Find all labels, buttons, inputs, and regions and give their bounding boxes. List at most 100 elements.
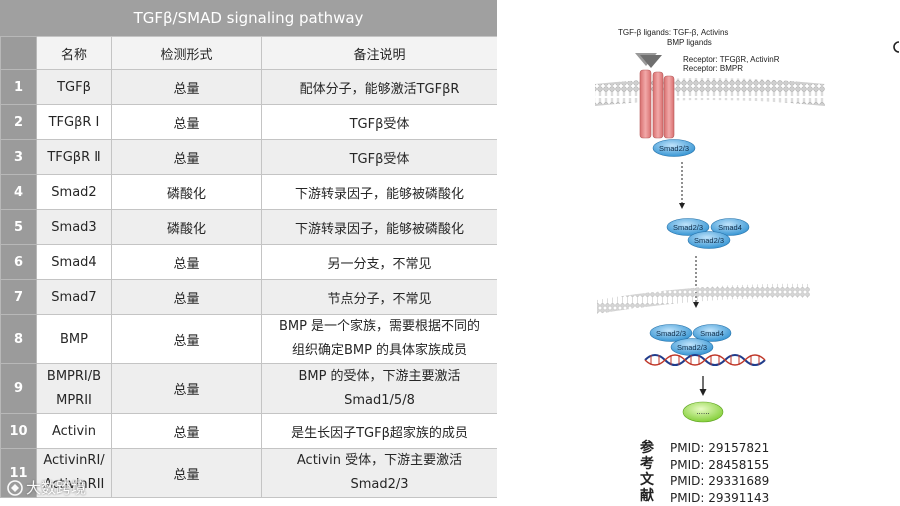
- row-note-line: 另一分支，不常见: [262, 253, 497, 272]
- row-note-line: 配体分子，能够激活TGFβR: [262, 78, 497, 97]
- row-note: TGFβ受体: [262, 105, 498, 140]
- svg-text:Smad2/3: Smad2/3: [677, 343, 707, 352]
- pmid-1: PMID: 29157821: [670, 440, 769, 457]
- ligands-label-1: TGF-β ligands: TGF-β, Activins: [618, 28, 728, 37]
- ligand-triangle-icon: [635, 53, 662, 68]
- row-note-line: 下游转录因子，能够被磷酸化: [262, 183, 497, 202]
- row-index: 8: [1, 315, 37, 364]
- row-index: 7: [1, 280, 37, 315]
- row-name-line: TFGβR Ⅱ: [37, 150, 111, 165]
- header-index: [1, 37, 37, 70]
- pmid-3: PMID: 29331689: [670, 473, 769, 490]
- row-name-line: BMPRI/B: [37, 365, 111, 389]
- row-form: 总量: [112, 140, 262, 175]
- row-index: 5: [1, 210, 37, 245]
- row-name: TGFβ: [37, 70, 112, 105]
- signaling-diagram: TGF-β ligands: TGF-β, Activins BMP ligan…: [585, 20, 835, 430]
- row-name: Smad2: [37, 175, 112, 210]
- receptor-icon: [640, 70, 674, 138]
- row-name-line: BMP: [37, 332, 111, 347]
- edge-mark: [892, 38, 900, 50]
- row-note-line: Smad2/3: [262, 473, 497, 497]
- row-name: Smad7: [37, 280, 112, 315]
- smad-complex-cytoplasm: Smad2/3 Smad4 Smad2/3: [667, 219, 749, 249]
- svg-text:Smad2/3: Smad2/3: [694, 236, 724, 245]
- svg-text:Smad4: Smad4: [718, 223, 742, 232]
- row-name-line: MPRII: [37, 389, 111, 413]
- arrow-head-3-icon: [700, 389, 707, 396]
- row-name-line: TFGβR Ⅰ: [37, 115, 111, 130]
- svg-text:Smad2/3: Smad2/3: [659, 144, 689, 153]
- row-form: 总量: [112, 364, 262, 414]
- row-name: Activin: [37, 414, 112, 449]
- pmid-list: PMID: 29157821 PMID: 28458155 PMID: 2933…: [670, 440, 769, 506]
- smad-complex-nucleus: Smad2/3 Smad4 Smad2/3: [650, 325, 731, 356]
- receptor-label-1: Receptor: TFGβR, ActivinR: [683, 55, 780, 64]
- row-note-line: TGFβ受体: [262, 148, 497, 167]
- watermark: 大数跨境: [6, 476, 136, 498]
- row-form: 总量: [112, 245, 262, 280]
- row-index: 2: [1, 105, 37, 140]
- row-note-line: Smad1/5/8: [262, 389, 497, 413]
- arrow-head-2-icon: [693, 302, 699, 308]
- row-note-line: TGFβ受体: [262, 113, 497, 132]
- row-name-line: Smad3: [37, 220, 111, 235]
- header-note: 备注说明: [262, 37, 498, 70]
- row-name-line: Smad4: [37, 255, 111, 270]
- row-note-line: BMP 的受体，下游主要激活: [262, 365, 497, 389]
- row-name: TFGβR Ⅱ: [37, 140, 112, 175]
- dna-helix-icon: [645, 355, 765, 365]
- row-name: BMP: [37, 315, 112, 364]
- row-form: 总量: [112, 315, 262, 364]
- target-gene-node: ......: [683, 402, 723, 422]
- references-block: 参 考 文 献 PMID: 29157821 PMID: 28458155 PM…: [640, 440, 840, 502]
- svg-text:......: ......: [696, 407, 709, 416]
- pathway-table-panel: TGFβ/SMAD signaling pathway 名称 检测形式 备注说明…: [0, 0, 497, 502]
- row-note-line: Activin 受体，下游主要激活: [262, 449, 497, 473]
- arrow-head-1-icon: [679, 203, 685, 209]
- row-index: 9: [1, 364, 37, 414]
- references-label: 参 考 文 献: [640, 440, 656, 504]
- row-note-line: 组织确定BMP 的具体家族成员: [262, 339, 497, 363]
- svg-text:Smad2/3: Smad2/3: [656, 329, 686, 338]
- pmid-2: PMID: 28458155: [670, 457, 769, 474]
- row-form: 磷酸化: [112, 210, 262, 245]
- row-name: TFGβR Ⅰ: [37, 105, 112, 140]
- row-note-line: BMP 是一个家族，需要根据不同的: [262, 315, 497, 339]
- receptor-label-2: Receptor: BMPR: [683, 64, 743, 73]
- row-note: BMP 是一个家族，需要根据不同的组织确定BMP 的具体家族成员: [262, 315, 498, 364]
- row-note: 配体分子，能够激活TGFβR: [262, 70, 498, 105]
- row-note: 另一分支，不常见: [262, 245, 498, 280]
- row-note: 是生长因子TGFβ超家族的成员: [262, 414, 498, 449]
- header-form: 检测形式: [112, 37, 262, 70]
- row-note-line: 是生长因子TGFβ超家族的成员: [262, 422, 497, 441]
- row-note-line: 下游转录因子，能够被磷酸化: [262, 218, 497, 237]
- svg-text:Smad4: Smad4: [700, 329, 724, 338]
- row-note: 节点分子，不常见: [262, 280, 498, 315]
- row-form: 总量: [112, 70, 262, 105]
- row-index: 10: [1, 414, 37, 449]
- row-form: 总量: [112, 414, 262, 449]
- plasma-membrane: [595, 78, 825, 106]
- watermark-logo-icon: [6, 479, 24, 497]
- row-index: 3: [1, 140, 37, 175]
- watermark-text: 大数跨境: [26, 479, 86, 497]
- row-form: 磷酸化: [112, 175, 262, 210]
- row-form: 总量: [112, 105, 262, 140]
- row-note-line: 节点分子，不常见: [262, 288, 497, 307]
- nuclear-membrane: [597, 284, 810, 314]
- row-note: 下游转录因子，能够被磷酸化: [262, 175, 498, 210]
